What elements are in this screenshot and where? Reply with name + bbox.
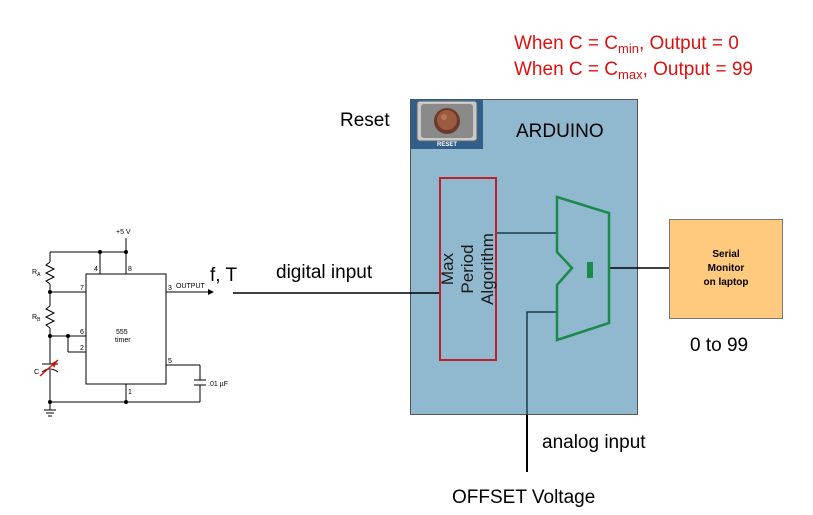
svg-text:7: 7 [80, 285, 84, 292]
svg-text:2: 2 [80, 345, 84, 352]
output-label: OUTPUT [176, 283, 206, 290]
svg-text:8: 8 [128, 266, 132, 273]
svg-text:6: 6 [80, 329, 84, 336]
rb-label: RB [32, 314, 41, 323]
svg-text:3: 3 [168, 285, 172, 292]
svg-text:5: 5 [168, 358, 172, 365]
chip-name: 555 [116, 329, 128, 336]
analog-wire-inner [527, 312, 557, 472]
timer-555-circuit: +5 V RA RB C 555 timer OUTPUT .01 µF 4 8… [28, 222, 240, 424]
ra-label: RA [32, 269, 41, 278]
mux-indicator [587, 262, 593, 278]
mux-shape [557, 197, 609, 340]
cap-label: C [34, 369, 39, 376]
chip-sub: timer [115, 337, 131, 344]
svg-text:1: 1 [128, 389, 132, 396]
cap-value: .01 µF [208, 381, 228, 388]
svg-text:4: 4 [94, 266, 98, 273]
vcc-label: +5 V [116, 229, 131, 236]
